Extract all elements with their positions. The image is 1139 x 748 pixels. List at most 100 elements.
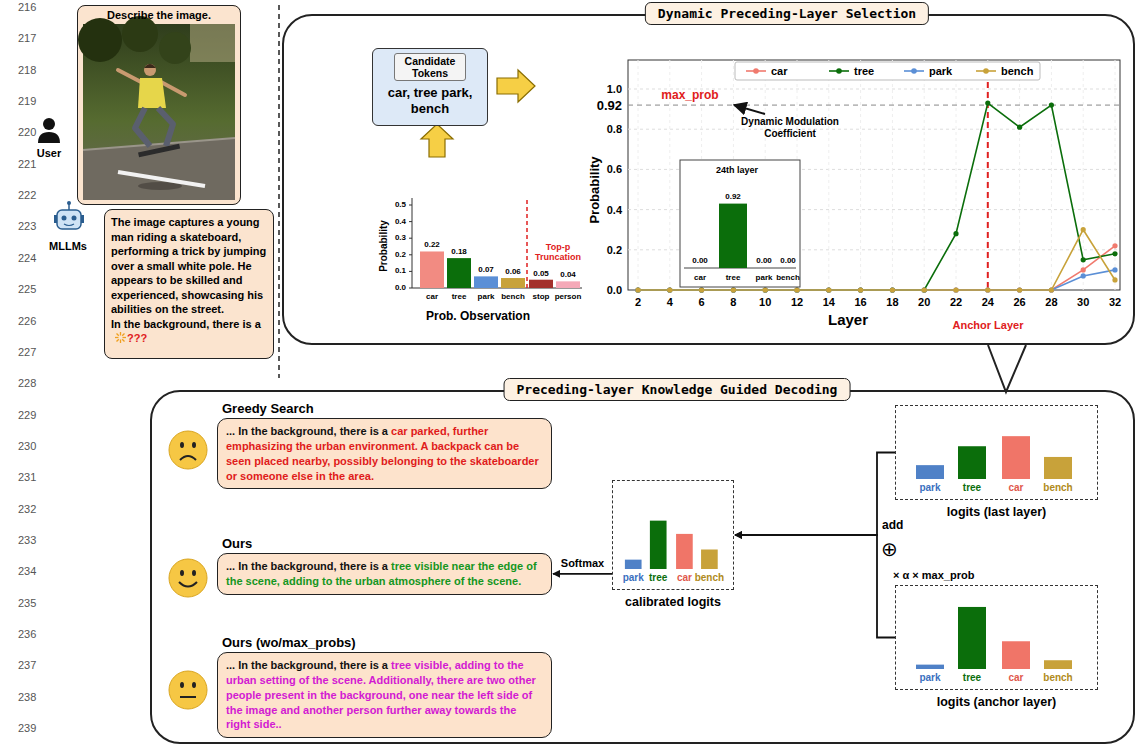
yellow-arrow xyxy=(497,70,535,102)
chart-label: 4 xyxy=(667,297,673,308)
candidate-box: Candidate Tokenscar, tree park, bench xyxy=(372,48,488,126)
chart-label: 0.0 xyxy=(395,284,406,292)
role-label: User xyxy=(37,148,61,159)
tick xyxy=(409,221,412,222)
series-marker xyxy=(1112,277,1117,282)
chart-label: 20 xyxy=(918,297,930,308)
series-marker xyxy=(1049,287,1054,292)
panel: Preceding-layer Knowledge Guided Decodin… xyxy=(150,390,1135,744)
faces xyxy=(169,431,207,709)
prompt-fill xyxy=(77,5,241,205)
chart-label: 0.4 xyxy=(607,204,622,215)
chart-label: 0.92 xyxy=(597,99,622,112)
logit-bar xyxy=(650,521,667,569)
grid-line xyxy=(924,60,925,290)
logit-text: park xyxy=(919,672,940,683)
grid-line xyxy=(1051,60,1052,290)
grid-line xyxy=(956,60,957,290)
logit-text: bench xyxy=(1043,672,1072,683)
connector xyxy=(735,535,895,638)
robot-icon xyxy=(54,201,84,229)
series-marker xyxy=(667,287,672,292)
series-marker xyxy=(1017,287,1022,292)
chart-label: Top-p Truncation xyxy=(530,242,586,263)
series-marker xyxy=(731,287,736,292)
chart-label: 0.00 xyxy=(780,257,796,265)
axis xyxy=(412,198,413,288)
response-text: In the background, there is a xyxy=(111,318,261,330)
series-marker xyxy=(794,287,799,292)
series-marker xyxy=(1081,267,1086,272)
series-marker xyxy=(731,287,736,292)
series-marker xyxy=(699,287,704,292)
logit-text: calibrated logits xyxy=(625,595,721,609)
series-marker xyxy=(922,287,927,292)
series-marker xyxy=(667,287,672,292)
chart-label: 8 xyxy=(730,297,736,308)
series-line xyxy=(638,103,1115,290)
operation-label: add xyxy=(882,519,903,531)
series-marker xyxy=(1112,251,1117,256)
panel-title: Dynamic Preceding-Layer Selection xyxy=(645,2,929,25)
line-number: 235 xyxy=(18,597,36,608)
series-marker xyxy=(1112,267,1117,272)
pointer-arrow xyxy=(734,105,765,114)
logits-box: parktreecarbenchcalibrated logits xyxy=(612,480,734,590)
chart-label: bench xyxy=(501,293,525,301)
line-number: 238 xyxy=(18,691,36,702)
chart-label: Dynamic Modulation Coefficient xyxy=(731,116,849,139)
legend-sample xyxy=(745,66,767,76)
photo xyxy=(78,16,235,200)
role-label: MLLMs xyxy=(49,241,87,252)
line-number: 227 xyxy=(18,346,36,357)
chart-label: 0.1 xyxy=(395,267,406,275)
series-marker xyxy=(826,287,831,292)
series-marker xyxy=(890,287,895,292)
response-box: The image captures a young man riding a … xyxy=(104,209,274,359)
series-marker xyxy=(858,287,863,292)
line-number: 231 xyxy=(18,472,36,483)
bubble-text: Ours (wo/max_probs) xyxy=(222,634,356,652)
series-marker xyxy=(858,287,863,292)
chart-label: 24 xyxy=(982,297,994,308)
chart-label: 1.0 xyxy=(607,84,622,95)
chart-label: 28 xyxy=(1045,297,1057,308)
chart-label: 22 xyxy=(950,297,962,308)
logit-bar xyxy=(701,550,718,570)
chart-label: person xyxy=(555,293,582,301)
tick xyxy=(409,288,412,289)
line-number: 229 xyxy=(18,409,36,420)
series-marker xyxy=(763,287,768,292)
chart-label: 0.5 xyxy=(395,201,406,209)
chart-label: Anchor Layer xyxy=(953,320,1024,331)
callout-tail xyxy=(988,345,1026,392)
logit-bar xyxy=(1002,641,1030,669)
sparkle-icon xyxy=(115,332,126,343)
bar xyxy=(501,278,525,288)
logit-bar xyxy=(1002,436,1030,479)
legend-frame xyxy=(735,62,1040,80)
inset-bar xyxy=(719,204,747,268)
series-marker xyxy=(763,287,768,292)
chart-label: 0.8 xyxy=(607,124,622,135)
series-marker xyxy=(985,100,990,105)
charts xyxy=(409,60,1120,293)
candidate-text: Candidate Tokens xyxy=(394,53,466,81)
series-marker xyxy=(1112,243,1117,248)
chart-label: 0.06 xyxy=(505,268,521,276)
series-marker xyxy=(635,287,640,292)
line-number: 224 xyxy=(18,252,36,263)
chart-label: tree xyxy=(452,293,467,301)
logit-bar xyxy=(916,665,944,669)
line-number: 225 xyxy=(18,284,36,295)
chart-label: park xyxy=(756,274,773,282)
logit-text: tree xyxy=(963,672,981,683)
bar xyxy=(529,280,553,288)
bar xyxy=(447,258,471,288)
series-marker xyxy=(953,287,958,292)
line-number: 220 xyxy=(18,127,36,138)
legend-sample xyxy=(903,66,925,76)
logit-bar xyxy=(916,465,944,479)
series-marker xyxy=(731,287,736,292)
